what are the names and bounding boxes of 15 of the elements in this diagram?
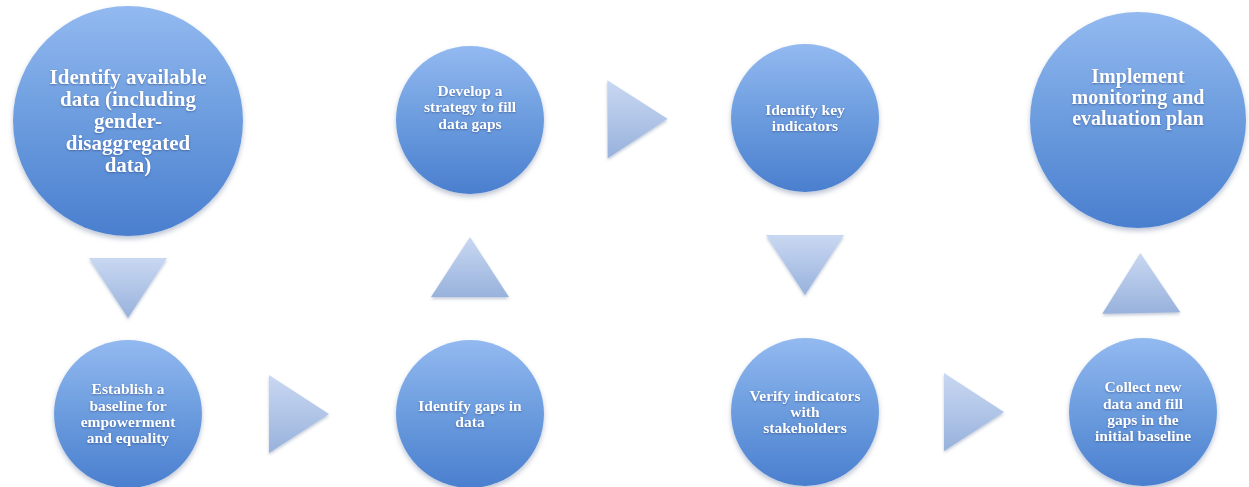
step-label: Develop a strategy to fill data gaps xyxy=(422,83,518,132)
arrow-triangle xyxy=(269,375,329,453)
arrow-triangle xyxy=(1102,253,1181,314)
step-label: Identify available data (including gender-disaggregated data) xyxy=(48,65,208,177)
arrow-triangle xyxy=(89,258,167,318)
arrow-triangle xyxy=(431,237,509,297)
step-label: Identify gaps in data xyxy=(417,397,523,431)
step-label: Establish a baseline for empowerment and equality xyxy=(79,381,177,447)
arrow-triangle xyxy=(607,80,668,159)
step-label: Implement monitoring and evaluation plan xyxy=(1070,66,1206,129)
arrow-triangle xyxy=(944,373,1004,451)
step-label: Collect new data and fill gaps in the initial baseline xyxy=(1094,379,1192,445)
arrow-triangle xyxy=(766,235,844,295)
step-label: Verify indicators with stakeholders xyxy=(749,387,861,437)
step-label: Identify key indicators xyxy=(764,101,846,135)
